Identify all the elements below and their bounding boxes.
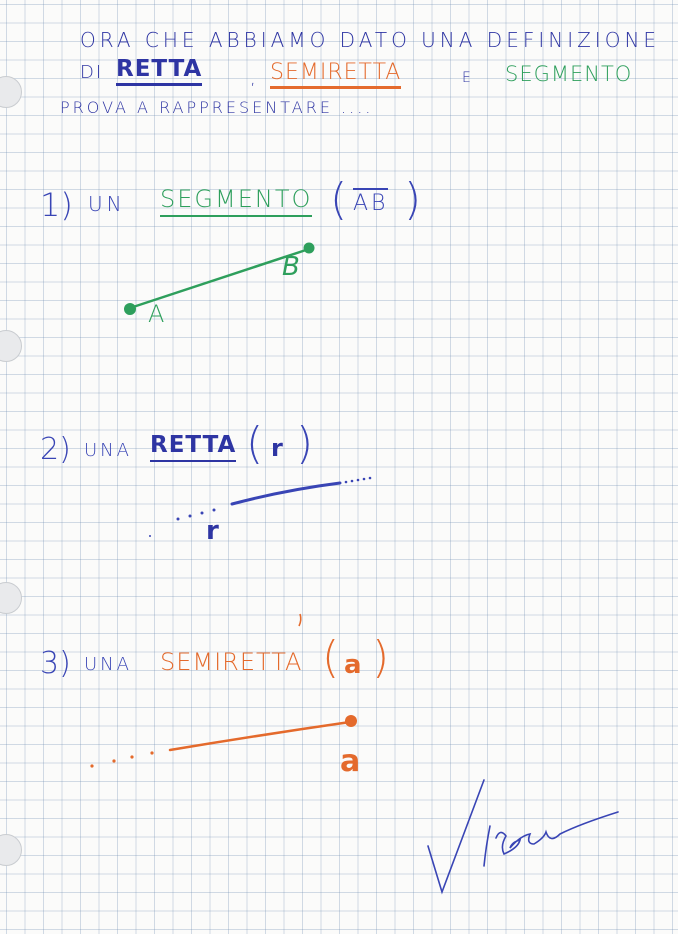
- label-point-a: A: [148, 300, 165, 328]
- intro-e: E: [462, 70, 473, 86]
- point-a-dot: [124, 303, 136, 315]
- line-r-dots-left: [149, 508, 216, 537]
- item1-word: SEGMENTO: [160, 185, 313, 217]
- item2-number: 2): [40, 432, 71, 467]
- item1-number: 1): [40, 186, 73, 224]
- label-point-b: B: [282, 252, 300, 282]
- segmento-word: SEGMENTO: [505, 62, 633, 86]
- semiretta-line-label: a: [340, 744, 361, 779]
- retta-line-label: r: [206, 516, 220, 546]
- item3-article: UNA: [84, 654, 132, 675]
- line-r: [149, 476, 372, 537]
- item1-paren-open: (: [330, 174, 350, 225]
- ray-origin-dot: [345, 715, 357, 727]
- item2-paren-close: ): [296, 418, 316, 469]
- item1-symbol: AB: [353, 188, 389, 216]
- item3-word: SEMIRETTA: [160, 648, 303, 676]
- item2-word: RETTA: [150, 432, 237, 462]
- item2-symbol: r: [271, 434, 284, 462]
- teacher-signature: [427, 779, 619, 895]
- item3-symbol: a: [344, 650, 364, 680]
- item2-paren-open: (: [246, 418, 266, 469]
- intro-di: DI: [80, 62, 104, 83]
- item3-paren-close: ): [372, 632, 392, 683]
- ray-dots: [90, 751, 154, 768]
- line-r-stroke: [230, 481, 342, 506]
- ray-a: [90, 715, 357, 768]
- segment-line: [128, 247, 311, 310]
- item2-article: UNA: [84, 440, 132, 461]
- intro-comma: ,: [250, 68, 258, 89]
- retta-word: RETTA: [116, 56, 203, 86]
- intro-line-3: PROVA A RAPPRESENTARE ....: [60, 98, 374, 117]
- item3-number: 3): [40, 646, 71, 681]
- intro-line-1: ORA CHE ABBIAMO DATO UNA DEFINIZIONE: [80, 28, 661, 52]
- point-b-dot: [303, 242, 315, 254]
- line-r-dots-right: [344, 476, 372, 484]
- item1-paren-close: ): [404, 174, 424, 225]
- semiretta-word: SEMIRETTA: [270, 60, 402, 89]
- item1-article: UN: [88, 192, 126, 216]
- segment-ab: [124, 242, 315, 315]
- ray-stroke: [168, 720, 352, 752]
- item3-paren-open: (: [322, 632, 342, 683]
- stray-mark: [298, 613, 302, 627]
